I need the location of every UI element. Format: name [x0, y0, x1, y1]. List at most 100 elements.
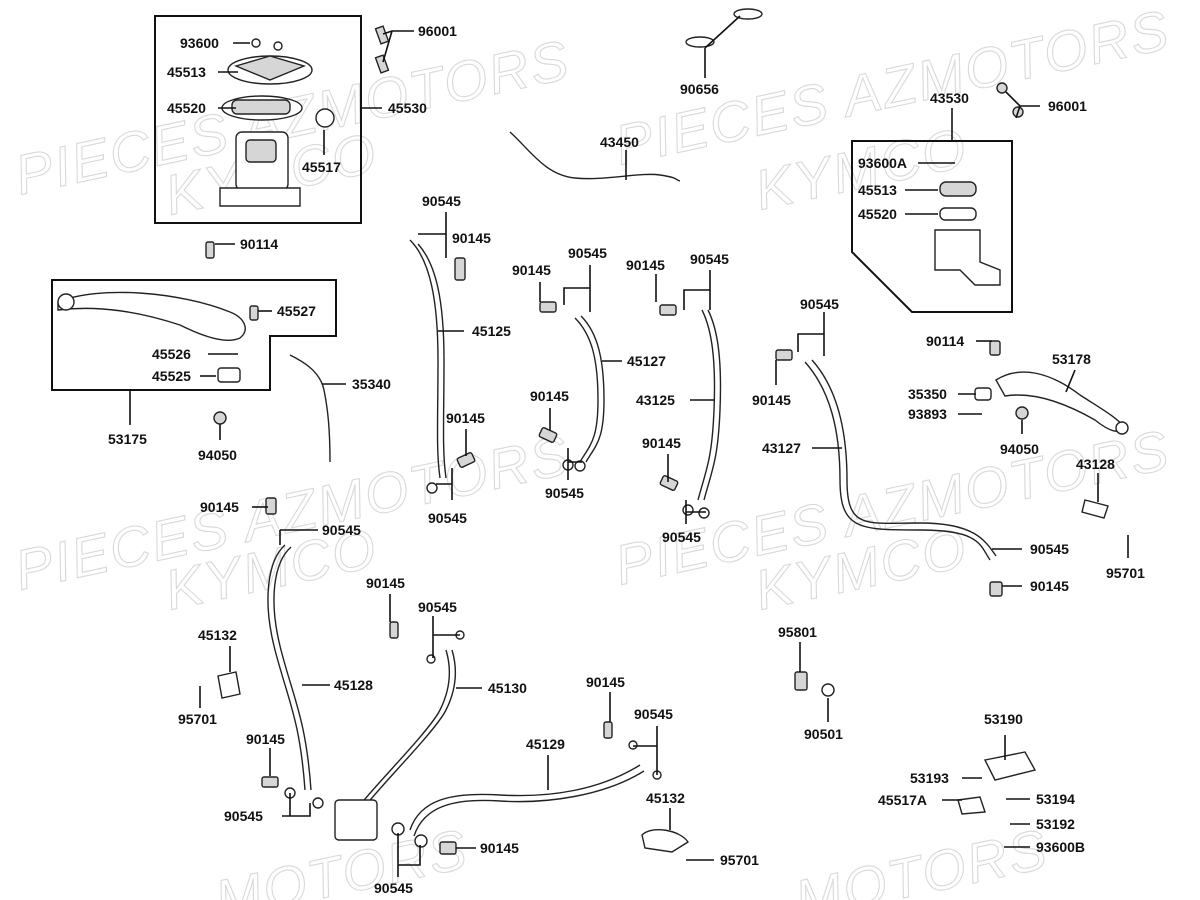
brake-lever-part [57, 293, 75, 311]
part-label-93600: 93600 [180, 35, 219, 51]
brake-hose-part [417, 243, 447, 479]
bolt-part [539, 301, 557, 313]
part-label-43450: 43450 [600, 134, 639, 150]
cable-part [509, 131, 681, 182]
part-label-90145: 90145 [200, 499, 239, 515]
part-label-45520: 45520 [167, 100, 206, 116]
leader-line [704, 15, 741, 78]
leader-line [683, 270, 711, 310]
nut-part [1015, 406, 1029, 420]
part-label-53190: 53190 [984, 711, 1023, 727]
bracket-part [983, 751, 1037, 781]
part-label-90145: 90145 [246, 731, 285, 747]
bracket-part [217, 671, 241, 699]
part-labels: 93600 45513 45520 45530 45517 96001 9065… [108, 23, 1145, 896]
bolt-part [205, 241, 215, 259]
switch-part [974, 387, 992, 401]
washer-part [414, 834, 428, 848]
leader-line [567, 448, 582, 480]
brake-hose-part [409, 764, 641, 831]
master-cylinder-box-left [154, 15, 362, 224]
bolt-part [374, 54, 390, 74]
bolt-part [456, 452, 476, 468]
bolt-part [538, 427, 558, 443]
part-label-45525: 45525 [152, 368, 191, 384]
brake-hose-part [574, 317, 599, 463]
brake-lever-part [995, 371, 1126, 432]
part-label-90545: 90545 [545, 485, 584, 501]
part-label-90501: 90501 [804, 726, 843, 742]
clip-part [733, 8, 763, 20]
part-label-45132: 45132 [198, 627, 237, 643]
part-drawings [57, 8, 1129, 855]
part-label-90545: 90545 [690, 251, 729, 267]
part-label-90545: 90545 [422, 193, 461, 209]
bolt-part [374, 25, 390, 45]
part-label-90145: 90145 [446, 410, 485, 426]
part-label-43125: 43125 [636, 392, 675, 408]
part-label-90145: 90145 [642, 435, 681, 451]
bolt-part [249, 305, 259, 321]
part-label-53192: 53192 [1036, 816, 1075, 832]
bolt-part [794, 671, 808, 691]
part-label-35350: 35350 [908, 386, 947, 402]
part-label-95701: 95701 [178, 711, 217, 727]
leader-line [1065, 369, 1076, 393]
part-label-43127: 43127 [762, 440, 801, 456]
part-label-90145: 90145 [530, 388, 569, 404]
part-label-96001: 96001 [418, 23, 457, 39]
part-label-45530: 45530 [388, 100, 427, 116]
part-label-35340: 35340 [352, 376, 391, 392]
nut-part [213, 411, 227, 425]
part-label-90656: 90656 [680, 81, 719, 97]
washer-part [698, 507, 710, 519]
part-label-45128: 45128 [334, 677, 373, 693]
screw-part [251, 38, 261, 48]
master-cylinder-box-right [851, 140, 1013, 313]
part-label-45125: 45125 [472, 323, 511, 339]
part-label-45520: 45520 [858, 206, 897, 222]
leader-line [418, 212, 447, 258]
leader-line [279, 529, 318, 545]
washer-part [574, 460, 586, 472]
brake-hose-part [697, 309, 716, 501]
bolt-part [775, 349, 793, 361]
brake-hose-part [365, 649, 457, 806]
part-label-90145: 90145 [752, 392, 791, 408]
part-label-90145: 90145 [1030, 578, 1069, 594]
leader-line [563, 265, 591, 312]
part-label-53194: 53194 [1036, 791, 1075, 807]
bolt-part [996, 82, 1008, 94]
part-label-90145: 90145 [366, 575, 405, 591]
leader-line [633, 726, 658, 775]
part-label-95801: 95801 [778, 624, 817, 640]
washer-part [628, 740, 638, 750]
brake-hose-part [359, 649, 451, 806]
part-label-90545: 90545 [322, 522, 361, 538]
bolt-part [265, 497, 277, 515]
leader-line [397, 833, 421, 877]
part-label-45517A: 45517A [878, 792, 927, 808]
part-label-45513: 45513 [858, 182, 897, 198]
part-label-94050: 94050 [198, 447, 237, 463]
part-label-93893: 93893 [908, 406, 947, 422]
leader-lines [129, 15, 1129, 877]
part-label-93600B: 93600B [1036, 839, 1085, 855]
washer-part [312, 797, 324, 809]
part-label-90545: 90545 [224, 808, 263, 824]
leader-line [436, 468, 453, 500]
washer-part [682, 504, 694, 516]
part-label-45127: 45127 [627, 353, 666, 369]
brake-hose-part [409, 239, 441, 479]
part-label-90545: 90545 [662, 529, 701, 545]
bolt-part [439, 841, 457, 855]
part-label-53178: 53178 [1052, 351, 1091, 367]
bracket-part [1081, 499, 1109, 519]
washer-part [821, 683, 835, 697]
lever-box-left [51, 279, 337, 391]
leader-line [797, 312, 825, 356]
reservoir-cap-part [939, 181, 977, 197]
switch-part [217, 367, 241, 383]
part-label-45129: 45129 [526, 736, 565, 752]
